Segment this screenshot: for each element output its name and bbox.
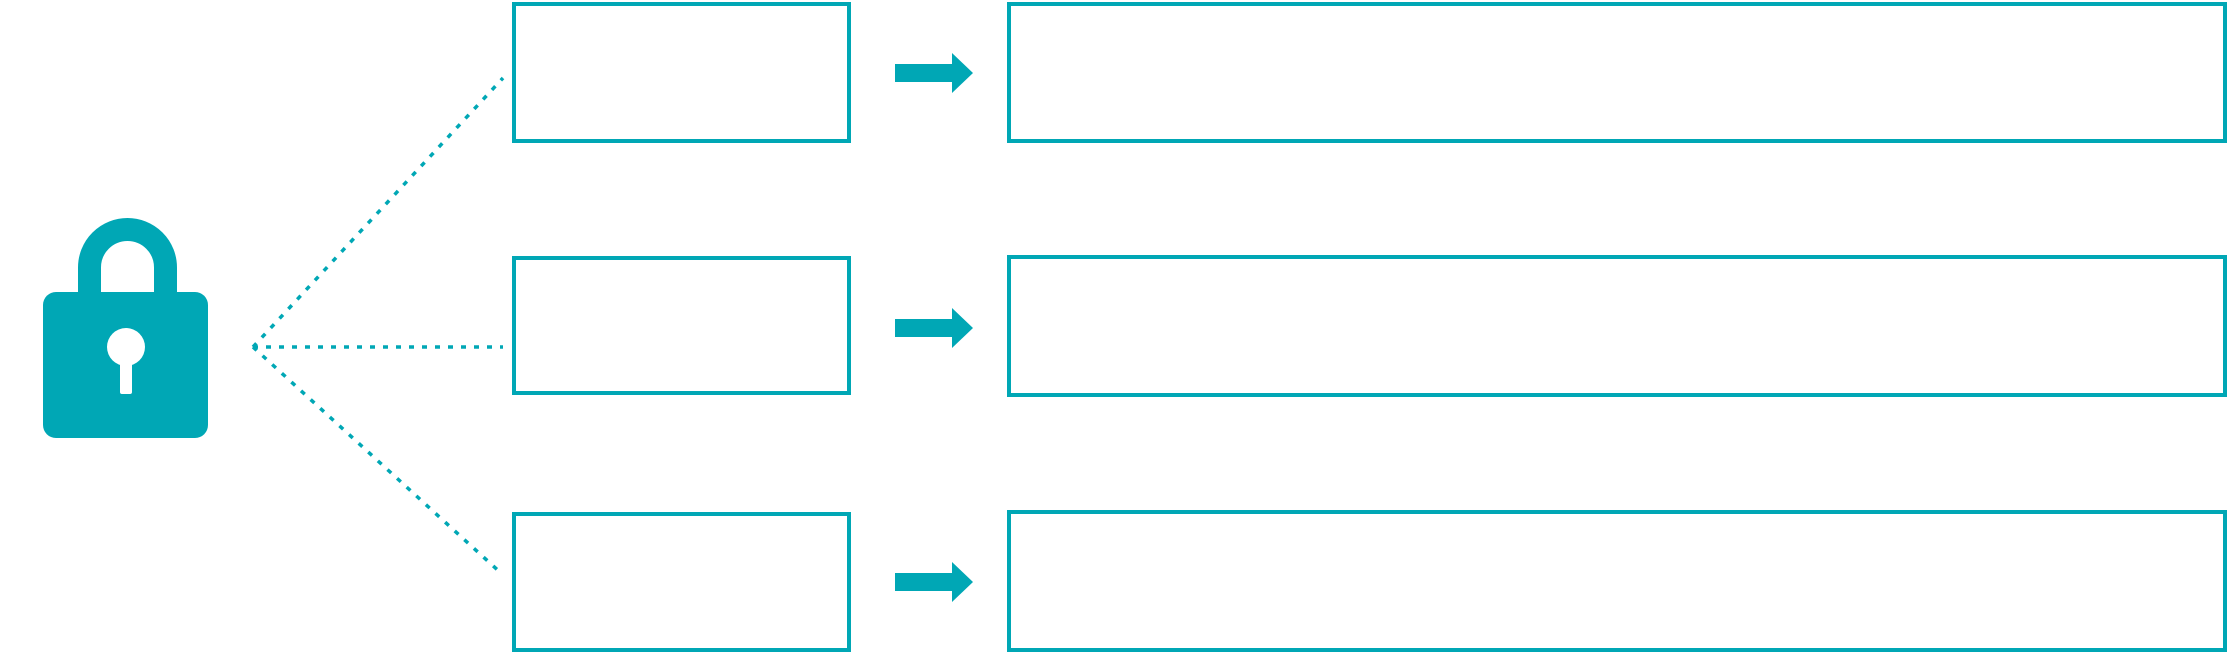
detail-box-1	[1007, 2, 2227, 143]
lock-keyhole-circle	[107, 328, 145, 366]
lock-shackle	[78, 218, 177, 298]
term-box-2	[512, 256, 851, 395]
connector-line-top	[251, 76, 505, 349]
term-box-1	[512, 2, 851, 143]
detail-box-3	[1007, 510, 2227, 652]
lock-icon	[43, 218, 208, 438]
arrow-right-icon	[895, 308, 973, 348]
connector-line-bottom	[251, 345, 504, 576]
arrow-right-icon	[895, 53, 973, 93]
term-box-3	[512, 512, 851, 652]
lock-keyhole-stem	[120, 356, 132, 394]
arrow-right-icon	[895, 562, 973, 602]
detail-box-2	[1007, 255, 2227, 397]
